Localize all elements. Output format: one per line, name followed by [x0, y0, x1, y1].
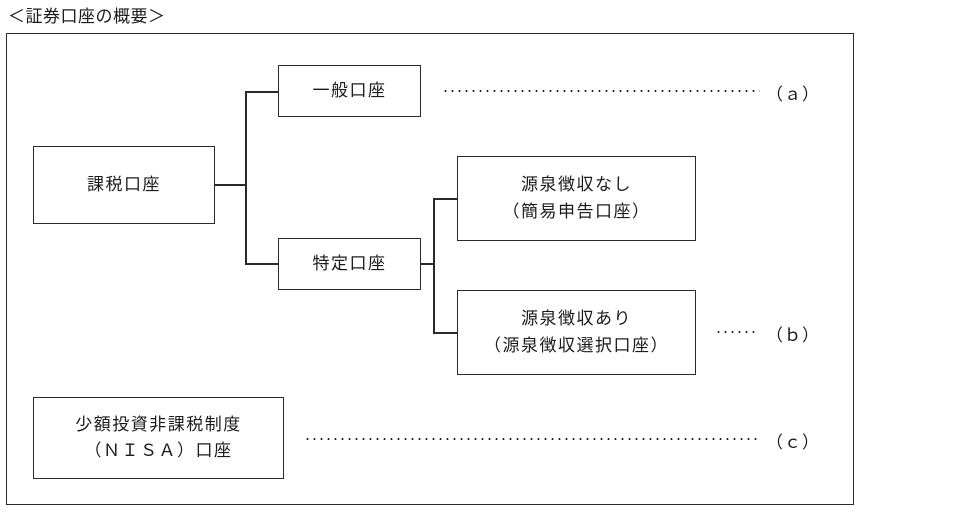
connector-to-no-withholding	[433, 198, 458, 200]
page-title: ＜証券口座の概要＞	[8, 7, 166, 26]
leader-line-c	[304, 438, 758, 440]
node-general-account[interactable]: 一般口座	[278, 65, 421, 117]
node-nisa-account[interactable]: 少額投資非課税制度 （ＮＩＳＡ）口座	[33, 397, 284, 479]
reference-label-c: （ｃ）	[766, 433, 820, 452]
node-specific-account-label: 特定口座	[312, 253, 387, 273]
node-withholding-account-label-line2: （源泉徴収選択口座）	[484, 335, 669, 355]
node-no-withholding-account-label-line2: （簡易申告口座）	[502, 201, 651, 221]
node-withholding-account[interactable]: 源泉徴収あり （源泉徴収選択口座）	[457, 290, 696, 375]
node-taxable-account-label: 課税口座	[87, 174, 161, 194]
node-no-withholding-account[interactable]: 源泉徴収なし （簡易申告口座）	[457, 156, 696, 241]
connector-taxable-stub	[215, 184, 246, 186]
node-nisa-account-label-line2: （ＮＩＳＡ）口座	[84, 441, 233, 460]
node-withholding-account-label-line1: 源泉徴収あり	[521, 309, 632, 329]
reference-label-b: （ｂ）	[766, 326, 820, 345]
connector-taxable-bracket-vertical	[245, 91, 247, 265]
node-general-account-label: 一般口座	[312, 80, 387, 100]
connector-specific-stub	[421, 263, 434, 265]
reference-label-a: （ａ）	[766, 85, 820, 104]
node-no-withholding-account-label-line1: 源泉徴収なし	[521, 175, 632, 195]
leader-line-a	[442, 90, 760, 92]
node-specific-account[interactable]: 特定口座	[278, 238, 421, 290]
diagram-frame: 課税口座 一般口座 特定口座 源泉徴収なし （簡易申告口座） 源泉徴収あり （源…	[6, 33, 854, 505]
connector-to-specific	[245, 263, 279, 265]
leader-line-b	[715, 331, 757, 333]
node-taxable-account[interactable]: 課税口座	[33, 146, 215, 224]
connector-to-withholding	[433, 332, 458, 334]
node-nisa-account-label-line1: 少額投資非課税制度	[75, 414, 242, 434]
connector-to-general	[245, 91, 279, 93]
connector-specific-bracket-vertical	[433, 198, 435, 334]
